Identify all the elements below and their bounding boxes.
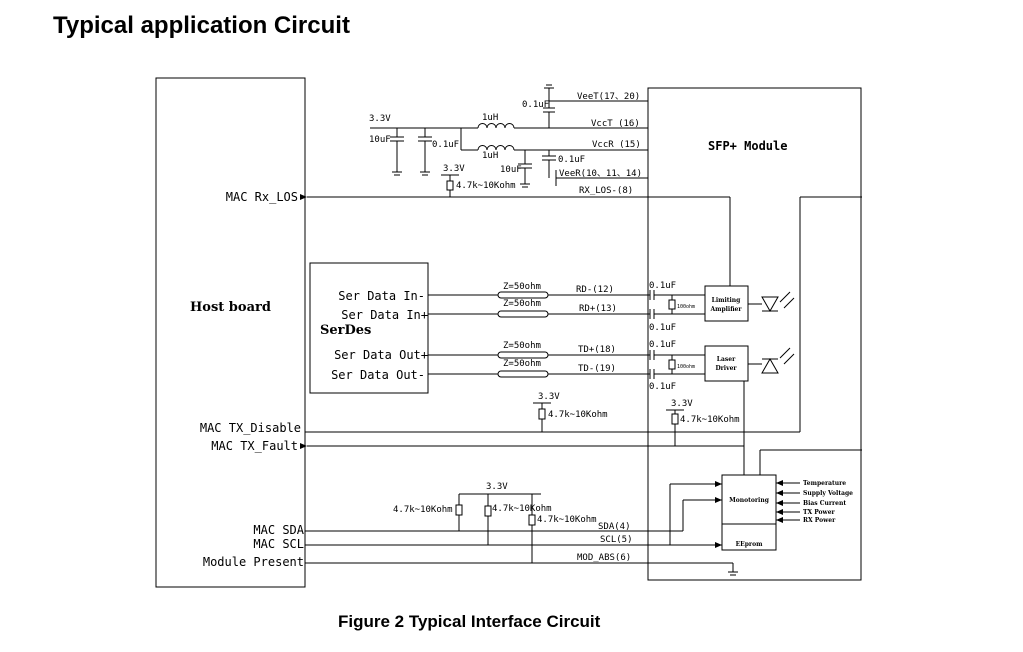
- pin-vcct-label: VccT (16): [591, 119, 640, 129]
- pin-scl-label: SCL(5): [600, 535, 633, 545]
- pin-mod-abs-label: MOD_ABS(6): [577, 553, 631, 563]
- pin-rd-neg-label: RD-(12): [576, 285, 614, 295]
- pin-rd-pos-label: RD+(13): [579, 304, 617, 314]
- laser-diode-icon: [748, 347, 795, 374]
- cap-label-rdpos: 0.1uF: [649, 323, 676, 333]
- signal-lines: [300, 194, 862, 576]
- r100-label-rx: 100ohm: [677, 304, 695, 310]
- pullup-label-sda: 4.7k~10Kohm: [393, 505, 453, 515]
- ser-data-in-pos-label: Ser Data In+: [341, 308, 428, 322]
- figure-caption: Figure 2 Typical Interface Circuit: [338, 612, 601, 631]
- mac-tx-disable-label: MAC TX_Disable: [200, 421, 301, 435]
- cap-10uf-label-1: 10uF: [369, 135, 391, 145]
- laser-driver-label-1: Laser: [717, 356, 736, 363]
- pin-rx-los-label: RX_LOS-(8): [579, 186, 633, 196]
- serdes-box: [309, 262, 429, 394]
- z50-label-tdneg: Z=50ohm: [503, 359, 541, 369]
- pin-veer-label: VeeR(10、11、14): [559, 169, 642, 179]
- mon-input-tx-power: TX Power: [803, 509, 836, 516]
- pullup-label-modabs: 4.7k~10Kohm: [537, 515, 597, 525]
- pin-veet-label: VeeT(17、20): [577, 92, 640, 102]
- z50-label-rdneg: Z=50ohm: [503, 282, 541, 292]
- pullup-label-txdis: 4.7k~10Kohm: [548, 410, 608, 420]
- sfp-module-label: SFP+ Module: [708, 139, 787, 153]
- inductor-label-1: 1uH: [482, 113, 498, 123]
- mon-input-temperature: Temperature: [803, 480, 846, 487]
- mac-tx-fault-label: MAC TX_Fault: [211, 439, 298, 453]
- ser-data-out-pos-label: Ser Data Out+: [334, 348, 428, 362]
- circuit-diagram: Host board MAC Rx_LOS MAC TX_Disable MAC…: [155, 77, 862, 588]
- laser-driver-box: [704, 345, 749, 382]
- limiting-amp-label-2: Amplifier: [709, 306, 742, 313]
- r100-label-tx: 100ohm: [677, 364, 695, 370]
- z50-label-rdpos: Z=50ohm: [503, 299, 541, 309]
- limiting-amplifier-box: [704, 285, 749, 322]
- cap-10uf-label-2: 10uF: [500, 165, 522, 175]
- power-network: [370, 84, 648, 197]
- v33-label-main: 3.3V: [369, 114, 391, 124]
- ser-data-out-neg-label: Ser Data Out-: [331, 368, 425, 382]
- z50-label-tdpos: Z=50ohm: [503, 341, 541, 351]
- host-board-label: Host board: [190, 300, 271, 315]
- v33-label-txfault: 3.3V: [671, 399, 693, 409]
- cap-01uf-label-1: 0.1uF: [432, 140, 459, 150]
- mon-input-bias-current: Bias Current: [803, 500, 846, 507]
- mac-scl-label: MAC SCL: [253, 537, 304, 551]
- pin-vccr-label: VccR (15): [592, 140, 641, 150]
- monitoring-label: Monotoring: [729, 497, 770, 504]
- pullup-label-txfault: 4.7k~10Kohm: [680, 415, 740, 425]
- eeprom-label: EEprom: [736, 541, 764, 548]
- laser-driver-label-2: Driver: [715, 365, 737, 372]
- mon-input-rx-power: RX Power: [803, 517, 836, 524]
- monitoring-eeprom-box: [721, 474, 777, 551]
- serdes-label: SerDes: [320, 323, 371, 338]
- cap-label-rdneg: 0.1uF: [649, 281, 676, 291]
- module-present-label: Module Present: [203, 555, 304, 569]
- ser-data-in-neg-label: Ser Data In-: [338, 289, 425, 303]
- pin-td-pos-label: TD+(18): [578, 345, 616, 355]
- mac-rx-los-label: MAC Rx_LOS: [226, 190, 298, 204]
- mon-input-supply-voltage: Supply Voltage: [803, 490, 853, 497]
- cap-label-tdpos: 0.1uF: [649, 340, 676, 350]
- pin-sda-label: SDA(4): [598, 522, 631, 532]
- cap-01uf-label-vccr: 0.1uF: [558, 155, 585, 165]
- v33-label-rxlos: 3.3V: [443, 164, 465, 174]
- v33-label-i2c: 3.3V: [486, 482, 508, 492]
- v33-label-txdis: 3.3V: [538, 392, 560, 402]
- limiting-amp-label-1: Limiting: [712, 297, 742, 304]
- pullup-label-rxlos: 4.7k~10Kohm: [456, 181, 516, 191]
- cap-01uf-label-veet: 0.1uF: [522, 100, 549, 110]
- pin-td-neg-label: TD-(19): [578, 364, 616, 374]
- pullup-label-scl: 4.7k~10Kohm: [492, 504, 552, 514]
- host-board-box: [155, 77, 306, 588]
- inductor-label-2: 1uH: [482, 151, 498, 161]
- mac-sda-label: MAC SDA: [253, 523, 304, 537]
- cap-label-tdneg: 0.1uF: [649, 382, 676, 392]
- photodiode-icon: [748, 291, 795, 313]
- page-title: Typical application Circuit: [53, 12, 350, 39]
